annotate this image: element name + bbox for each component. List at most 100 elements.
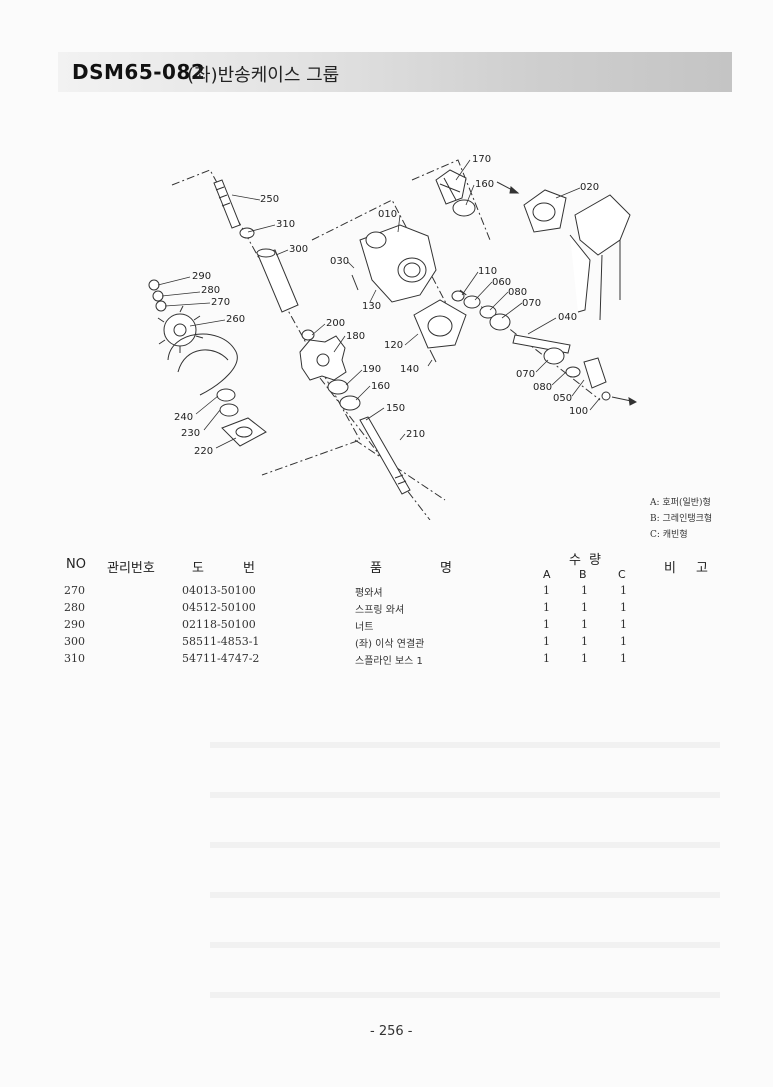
document-code: DSM65-082 bbox=[72, 60, 206, 84]
legend-a: A: 호퍼(일반)형 bbox=[650, 498, 711, 508]
row-qty-a: 1 bbox=[543, 652, 550, 665]
row-part-name: 너트 bbox=[355, 622, 374, 633]
model-legend: A: 호퍼(일반)형 B: 그레인탱크형 C: 캐빈형 bbox=[650, 495, 712, 543]
callout-label: 100 bbox=[569, 406, 588, 417]
row-no: 280 bbox=[64, 601, 85, 614]
row-qty-c: 1 bbox=[620, 584, 627, 597]
col-mgmt-no: 관리번호 bbox=[107, 561, 155, 576]
callout-label: 180 bbox=[346, 331, 365, 342]
callout-label: 060 bbox=[492, 277, 511, 288]
callout-label: 310 bbox=[276, 219, 295, 230]
row-part-name: 스프링 와셔 bbox=[355, 605, 405, 616]
part-190-oil-seal bbox=[327, 379, 349, 395]
row-drawing-no: 54711-4747-2 bbox=[182, 652, 260, 665]
part-080-snap-ring bbox=[479, 305, 497, 319]
callout-label: 040 bbox=[558, 312, 577, 323]
row-qty-b: 1 bbox=[581, 652, 588, 665]
legend-c: C: 캐빈형 bbox=[650, 530, 688, 540]
part-310-boss bbox=[239, 227, 255, 239]
callout-label: 260 bbox=[226, 314, 245, 325]
row-drawing-no: 58511-4853-1 bbox=[182, 635, 260, 648]
part-260-arm bbox=[167, 333, 238, 396]
row-drawing-no: 04512-50100 bbox=[182, 601, 256, 614]
col-qty-2: 량 bbox=[589, 553, 601, 568]
callout-label: 050 bbox=[553, 393, 572, 404]
part-220-cover bbox=[221, 417, 267, 447]
callout-label: 080 bbox=[508, 287, 527, 298]
part-010-housing bbox=[359, 224, 437, 303]
part-240-oil-seal bbox=[216, 388, 236, 402]
part-170-gear bbox=[435, 169, 467, 205]
part-050-bevel-gear bbox=[583, 357, 607, 389]
callout-label: 190 bbox=[362, 364, 381, 375]
part-260-sprocket bbox=[157, 305, 204, 353]
col-qty-b: B bbox=[579, 568, 587, 581]
part-160-bearing bbox=[339, 395, 361, 411]
row-qty-c: 1 bbox=[620, 652, 627, 665]
callout-label: 240 bbox=[174, 412, 193, 423]
callout-label: 140 bbox=[400, 364, 419, 375]
callout-label: 170 bbox=[472, 154, 491, 165]
part-140-bolt bbox=[429, 349, 437, 363]
row-qty-b: 1 bbox=[581, 635, 588, 648]
row-qty-a: 1 bbox=[543, 584, 550, 597]
col-no: NO bbox=[66, 557, 86, 572]
table-row: 290 02118-50100 너트 1 1 1 bbox=[0, 618, 773, 635]
part-100-nut bbox=[601, 391, 611, 401]
part-290-nut bbox=[148, 279, 160, 291]
part-230-bearing bbox=[219, 403, 239, 417]
row-no: 270 bbox=[64, 584, 85, 597]
callout-label: 010 bbox=[378, 209, 397, 220]
legend-b: B: 그레인탱크형 bbox=[650, 514, 713, 524]
col-remarks-2: 고 bbox=[696, 561, 708, 576]
col-name-1: 품 bbox=[370, 561, 382, 576]
row-qty-a: 1 bbox=[543, 635, 550, 648]
callout-label: 020 bbox=[580, 182, 599, 193]
part-070-lower-bearing bbox=[543, 347, 565, 365]
document-title: (좌)반송케이스 그룹 bbox=[187, 65, 340, 86]
exploded-parts-diagram: 170 160 020 250 010 310 300 030 290 280 … bbox=[148, 154, 638, 520]
callout-label: 200 bbox=[326, 318, 345, 329]
col-qty-1: 수 bbox=[569, 553, 581, 568]
part-070-bearing bbox=[489, 313, 511, 331]
callout-label: 220 bbox=[194, 446, 213, 457]
row-qty-b: 1 bbox=[581, 601, 588, 614]
row-no: 290 bbox=[64, 618, 85, 631]
col-qty-c: C bbox=[618, 568, 626, 581]
callout-label: 250 bbox=[260, 194, 279, 205]
part-110-ring bbox=[451, 290, 465, 302]
col-drawing-1: 도 bbox=[192, 561, 204, 576]
callout-label: 070 bbox=[522, 298, 541, 309]
row-qty-a: 1 bbox=[543, 601, 550, 614]
part-020-gasket bbox=[523, 189, 567, 233]
part-180-gear bbox=[299, 335, 347, 381]
callout-label: 210 bbox=[406, 429, 425, 440]
row-part-name: (좌) 이삭 연결관 bbox=[355, 639, 425, 650]
callout-label: 270 bbox=[211, 297, 230, 308]
callout-label: 160 bbox=[475, 179, 494, 190]
part-250-shaft bbox=[213, 179, 241, 229]
part-270-washer bbox=[155, 300, 167, 312]
table-row: 280 04512-50100 스프링 와셔 1 1 1 bbox=[0, 601, 773, 618]
col-qty-a: A bbox=[543, 568, 551, 581]
part-160-upper-bearing bbox=[452, 199, 476, 217]
col-drawing-2: 번 bbox=[243, 561, 255, 576]
callout-label: 130 bbox=[362, 301, 381, 312]
part-030-bolt bbox=[351, 274, 359, 291]
row-no: 300 bbox=[64, 635, 85, 648]
row-qty-c: 1 bbox=[620, 601, 627, 614]
row-qty-a: 1 bbox=[543, 618, 550, 631]
housing-group-outline bbox=[311, 199, 461, 331]
row-part-name: 평와셔 bbox=[355, 588, 383, 599]
row-qty-c: 1 bbox=[620, 635, 627, 648]
callout-label: 030 bbox=[330, 256, 349, 267]
part-080-lower-snap-ring bbox=[565, 366, 581, 378]
callout-label: 080 bbox=[533, 382, 552, 393]
table-row: 300 58511-4853-1 (좌) 이삭 연결관 1 1 1 bbox=[0, 635, 773, 652]
upper-group-outline bbox=[411, 159, 491, 241]
part-200-ring bbox=[301, 329, 315, 341]
col-name-2: 명 bbox=[440, 561, 452, 576]
part-120-cover bbox=[413, 299, 467, 349]
row-no: 310 bbox=[64, 652, 85, 665]
callout-label: 110 bbox=[478, 266, 497, 277]
